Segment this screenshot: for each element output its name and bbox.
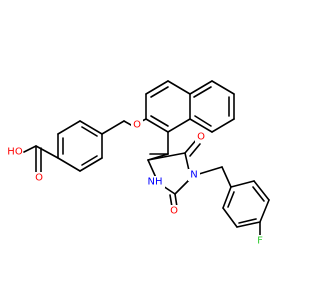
hydantoin-bottom-oxygen: O — [168, 205, 180, 217]
hydantoin-top-oxygen: O — [195, 131, 207, 143]
fluorine-label: F — [257, 236, 263, 247]
carbonyl-oxygen: O — [33, 172, 45, 184]
bond — [189, 80, 213, 95]
bond — [81, 126, 98, 137]
bond — [79, 120, 103, 135]
bond — [227, 191, 235, 208]
bond — [123, 120, 132, 126]
label-background — [195, 131, 207, 143]
bond — [222, 207, 238, 228]
label-background — [188, 169, 200, 181]
label-background — [33, 172, 45, 184]
bond — [189, 143, 201, 157]
label-background — [254, 235, 266, 247]
bond — [194, 115, 212, 127]
bond — [57, 157, 81, 172]
bond — [174, 179, 190, 195]
bond — [174, 193, 178, 208]
bond — [167, 80, 191, 95]
bond — [230, 180, 255, 188]
bond — [222, 186, 232, 209]
label-background — [145, 176, 165, 188]
bond — [23, 145, 37, 153]
nh-group: NH — [145, 176, 165, 188]
bond — [150, 115, 169, 127]
bond — [238, 218, 257, 224]
ether-oxygen-label: O — [133, 120, 141, 131]
bond — [211, 118, 235, 133]
label-background — [5, 146, 23, 158]
hydroxyl-group: HO — [5, 146, 23, 158]
hydantoin-top-oxygen-label: O — [197, 132, 205, 143]
carbonyl-oxygen-label: O — [35, 173, 43, 184]
bond — [145, 80, 169, 95]
chemical-structure-diagram: HO O O O O NH N F — [5, 80, 270, 247]
bond — [101, 120, 125, 135]
bond — [252, 186, 265, 202]
fluorine-atom: F — [254, 235, 266, 247]
bond — [236, 221, 261, 228]
bond — [167, 118, 191, 133]
label-background — [131, 119, 143, 131]
bond — [81, 155, 98, 166]
bond — [35, 145, 59, 159]
bond — [150, 86, 169, 98]
label-background — [168, 205, 180, 217]
hydroxyl-label: HO — [7, 147, 23, 158]
bond — [189, 118, 213, 133]
bond — [145, 118, 169, 133]
bond — [253, 180, 270, 201]
bond — [259, 199, 270, 223]
hydantoin-bottom-oxygen-label: O — [170, 206, 178, 217]
n-atom: N — [188, 169, 200, 181]
bond — [57, 120, 81, 135]
n-label: N — [190, 170, 197, 181]
bond — [211, 80, 235, 95]
bond — [221, 166, 232, 188]
atom-label-layer: HO O O O O NH N F — [5, 119, 266, 247]
bond-layer — [23, 80, 270, 236]
bond — [79, 157, 103, 172]
bond — [198, 166, 223, 175]
bond — [193, 86, 212, 98]
nh-label: NH — [148, 177, 163, 188]
bond — [147, 152, 186, 161]
ether-oxygen: O — [131, 119, 143, 131]
